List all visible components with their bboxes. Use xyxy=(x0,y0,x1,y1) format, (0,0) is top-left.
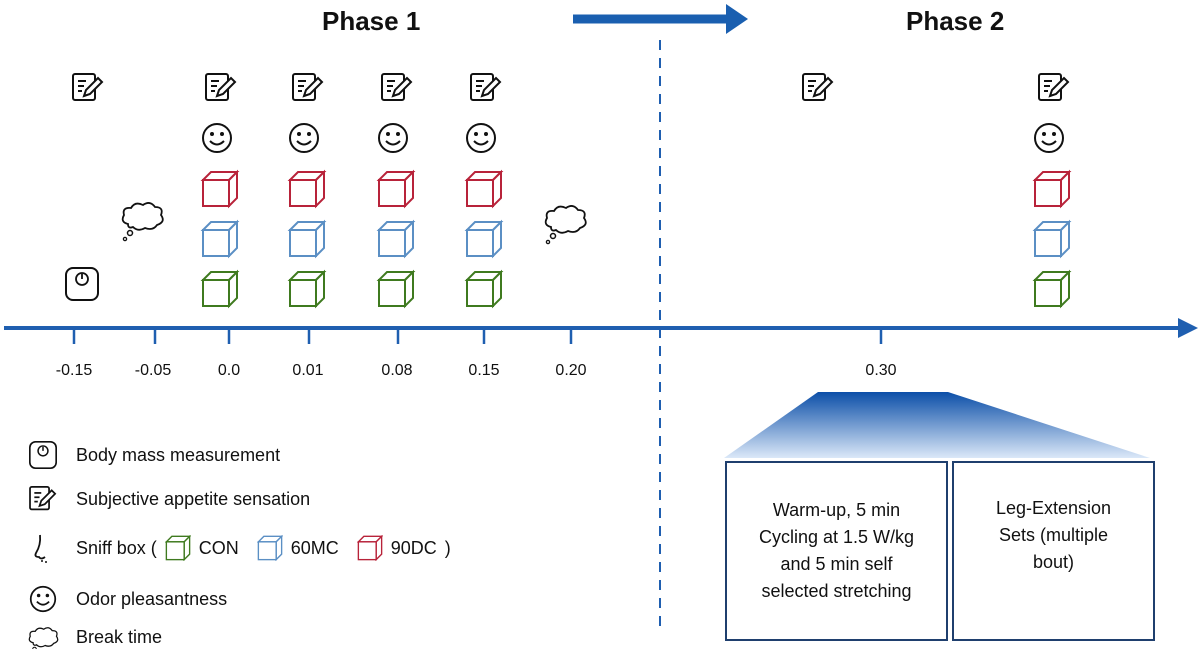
60mc-cube xyxy=(1032,219,1072,259)
odor-pleasantness-icon xyxy=(289,123,319,153)
legend-label: Break time xyxy=(76,626,163,647)
appetite-icon xyxy=(802,73,833,101)
appetite-icon xyxy=(1038,73,1069,101)
tick-label: 0.08 xyxy=(381,362,413,379)
phase-2-title: Phase 2 xyxy=(906,6,1005,36)
leg-extension-line: Leg-Extension xyxy=(995,498,1112,518)
legend-appetite: Subjective appetite sensation xyxy=(26,484,310,514)
tick-label: 0.15 xyxy=(468,362,500,379)
60mc-cube-icon xyxy=(256,535,283,561)
con-cube-icon xyxy=(164,535,191,561)
90dc-cube xyxy=(287,169,327,209)
phase-1-title: Phase 1 xyxy=(322,6,421,36)
tick-label: -0.15 xyxy=(55,362,93,379)
appetite-icon xyxy=(381,73,412,101)
leg-extension-line: bout) xyxy=(1032,552,1074,572)
legend-break: Break time xyxy=(26,622,162,652)
warmup-line: Warm-up, 5 min xyxy=(772,500,901,520)
tick-label: 0.0 xyxy=(217,362,241,379)
sniff-box-cubes xyxy=(200,169,1072,309)
60mc-cube xyxy=(376,219,416,259)
legend-label: Odor pleasantness xyxy=(76,588,228,609)
legend-label: Sniff box ( xyxy=(76,537,157,558)
smiley-icon xyxy=(26,584,60,614)
con-cube xyxy=(200,269,240,309)
body-mass-icon xyxy=(65,267,99,301)
90dc-cube xyxy=(1032,169,1072,209)
90dc-cube xyxy=(464,169,504,209)
tick-label: 0.30 xyxy=(865,362,897,379)
nose-icon xyxy=(26,533,60,563)
tick-marks xyxy=(72,328,883,344)
odor-pleasantness-icon xyxy=(466,123,496,153)
cloud-icon xyxy=(26,622,60,652)
90dc-cube xyxy=(200,169,240,209)
legend-body-mass: Body mass measurement xyxy=(26,440,280,470)
leg-extension-box: Leg-Extension Sets (multiple bout) xyxy=(952,461,1155,641)
con-cube xyxy=(287,269,327,309)
odor-pleasantness-icon xyxy=(202,123,232,153)
con-cube xyxy=(1032,269,1072,309)
leg-extension-line: Sets (multiple xyxy=(998,525,1109,545)
warmup-line: Cycling at 1.5 W/kg xyxy=(758,527,915,547)
scale-icon xyxy=(26,440,60,470)
tick-label: -0.05 xyxy=(134,362,172,379)
legend-label: Body mass measurement xyxy=(76,444,281,465)
appetite-icon xyxy=(292,73,323,101)
break-time-icon xyxy=(544,205,587,245)
legend-label: ) xyxy=(444,537,451,558)
timeline-arrowhead xyxy=(1178,318,1198,338)
60mc-cube xyxy=(464,219,504,259)
con-cube xyxy=(464,269,504,309)
appetite-icon xyxy=(205,73,236,101)
odor-pleasantness-icon xyxy=(378,123,408,153)
legend-60mc-label: 60MC xyxy=(290,537,339,558)
60mc-cube xyxy=(287,219,327,259)
warmup-line: and 5 min self xyxy=(780,554,893,574)
legend-con-label: CON xyxy=(198,537,239,558)
warmup-line: selected stretching xyxy=(761,581,912,601)
odor-pleasantness-icon xyxy=(1034,123,1064,153)
phase-arrow-head xyxy=(726,4,748,34)
tick-label: 0.01 xyxy=(292,362,324,379)
legend-90dc-label: 90DC xyxy=(390,537,437,558)
break-time-icon xyxy=(121,202,164,242)
phase2-trapezoid xyxy=(724,392,1150,458)
tick-label: 0.20 xyxy=(555,362,587,379)
90dc-cube xyxy=(376,169,416,209)
60mc-cube xyxy=(200,219,240,259)
legend-odor: Odor pleasantness xyxy=(26,584,227,614)
90dc-cube-icon xyxy=(356,535,383,561)
legend-sniff-box: Sniff box ( CON 60MC 90DC ) xyxy=(26,533,451,563)
legend-label: Subjective appetite sensation xyxy=(76,488,311,509)
appetite-icon xyxy=(470,73,501,101)
notepad-icon xyxy=(26,484,60,514)
appetite-icon xyxy=(72,73,103,101)
warmup-box: Warm-up, 5 min Cycling at 1.5 W/kg and 5… xyxy=(725,461,948,641)
con-cube xyxy=(376,269,416,309)
